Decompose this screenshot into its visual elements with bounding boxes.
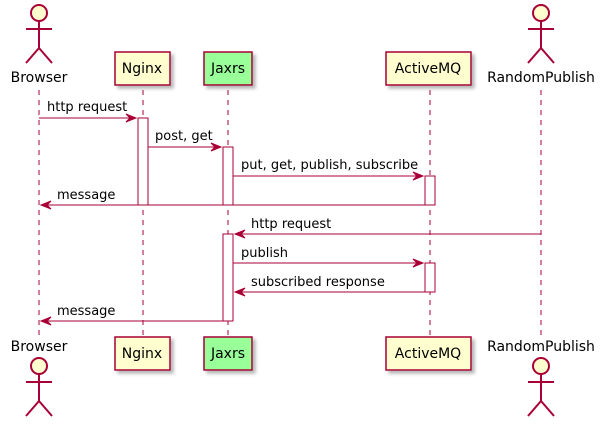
actor-figure-icon: [527, 357, 555, 417]
participant-label: Browser: [11, 70, 68, 86]
message-7: subscribed response: [233, 275, 425, 297]
actor-browser-top: Browser: [11, 4, 68, 86]
activation-activemq-1: [424, 175, 436, 206]
actor-randompublish-top: RandomPublish: [487, 4, 595, 86]
participant-activemq-top: ActiveMQ: [385, 51, 472, 86]
messages: http request post, get put, get, publish…: [39, 100, 541, 326]
actor-figure-icon: [25, 357, 53, 417]
message-label: post, get: [155, 129, 213, 144]
participant-label: RandomPublish: [487, 339, 595, 355]
message-5: http request: [233, 217, 541, 239]
message-8: message: [39, 304, 223, 326]
activation-activemq-2: [424, 262, 436, 293]
actor-browser-bottom: Browser: [11, 339, 68, 417]
message-2: post, get: [148, 129, 223, 152]
activation-jaxrs-2: [222, 233, 234, 322]
message-6: publish: [233, 246, 425, 268]
actor-figure-icon: [527, 4, 555, 64]
participant-label: Jaxrs: [210, 346, 245, 362]
activation-jaxrs-1: [222, 146, 234, 206]
message-label: publish: [241, 246, 288, 261]
activation-nginx: [137, 117, 149, 206]
participant-jaxrs-bottom: Jaxrs: [203, 336, 253, 371]
participant-jaxrs-top: Jaxrs: [203, 51, 253, 86]
participants-top: Browser Nginx Jaxrs ActiveMQ RandomPubli…: [11, 4, 595, 86]
participant-label: Nginx: [122, 61, 162, 77]
participant-label: Nginx: [122, 346, 162, 362]
participant-label: Jaxrs: [210, 61, 245, 77]
participant-label: Browser: [11, 339, 68, 355]
lifelines: [38, 90, 542, 337]
actor-randompublish-bottom: RandomPublish: [487, 339, 595, 417]
message-label: message: [57, 304, 115, 319]
message-label: http request: [251, 217, 331, 232]
activations: [137, 117, 436, 322]
participant-label: ActiveMQ: [395, 346, 461, 362]
message-label: http request: [47, 100, 127, 115]
participants-bottom: Browser Nginx Jaxrs ActiveMQ RandomPubli…: [11, 336, 595, 417]
message-3: put, get, publish, subscribe: [233, 158, 425, 181]
actor-figure-icon: [25, 4, 53, 64]
participant-label: ActiveMQ: [395, 61, 461, 77]
participant-activemq-bottom: ActiveMQ: [385, 336, 472, 371]
participant-label: RandomPublish: [487, 70, 595, 86]
participant-nginx-bottom: Nginx: [114, 336, 171, 371]
message-label: subscribed response: [251, 275, 385, 290]
participant-nginx-top: Nginx: [114, 51, 171, 86]
message-4: message: [39, 188, 425, 210]
message-label: put, get, publish, subscribe: [241, 158, 418, 173]
message-label: message: [57, 188, 115, 203]
message-1: http request: [39, 100, 138, 123]
